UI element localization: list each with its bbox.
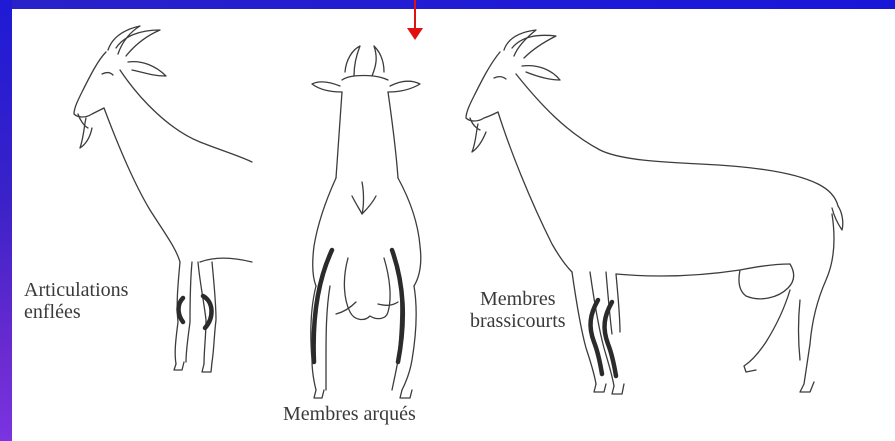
goat-buck-kneed-drawing bbox=[466, 30, 843, 394]
bowed-limb-mark-right bbox=[392, 250, 403, 362]
caption-buck-line-1: Membres bbox=[470, 288, 566, 310]
caption-swollen-line-2: enflées bbox=[24, 301, 128, 323]
goat-bowed-limbs-drawing bbox=[311, 46, 421, 398]
caption-swollen-line-1: Articulations bbox=[24, 279, 128, 301]
caption-swollen-joints: Articulations enflées bbox=[24, 279, 128, 323]
red-down-arrow-icon bbox=[404, 0, 426, 42]
caption-buck-line-2: brassicourts bbox=[470, 310, 566, 332]
bowed-limb-mark-left bbox=[314, 250, 332, 362]
caption-buck-kneed: Membres brassicourts bbox=[470, 288, 566, 332]
swollen-joint-mark-right bbox=[203, 296, 212, 328]
caption-bowed-limbs: Membres arqués bbox=[283, 403, 416, 425]
swollen-joint-mark-left bbox=[179, 298, 184, 322]
